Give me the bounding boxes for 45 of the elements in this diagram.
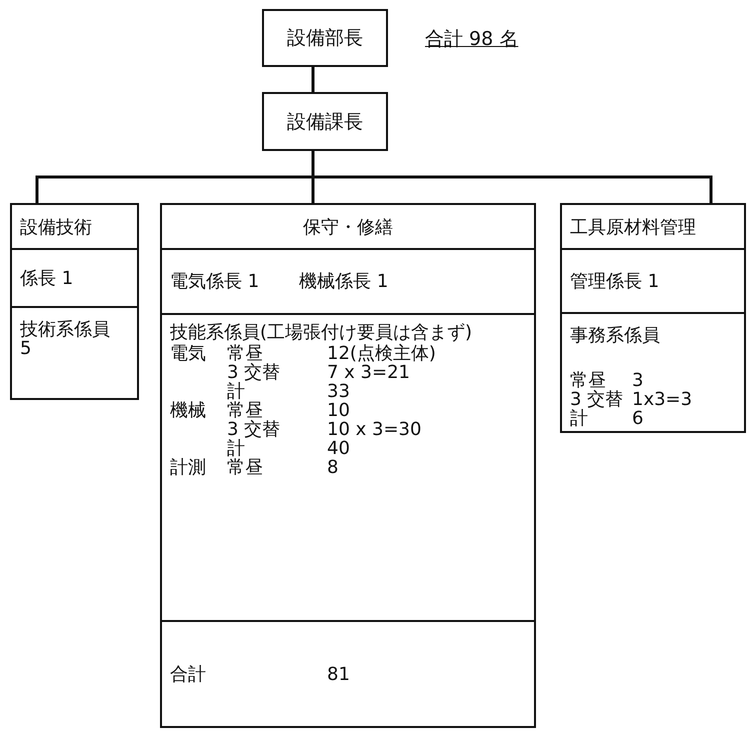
text-label: 8 [327,458,340,477]
text-label: 保守・修繕 [303,216,393,238]
text-label: 事務系係員 [570,326,661,345]
text-label: 設備課長 [287,110,363,134]
text-label: 合計 [170,664,207,684]
text-label: 40 [327,439,351,458]
text-label: 33 [327,382,351,401]
text-label: 常昼 [227,458,264,477]
text-label: 12(点検主体) [327,344,437,363]
text-label: 技能系係員(工場張付け要員は含まず) [170,323,474,342]
text-label: 7 x 3=21 [327,363,411,382]
text-label: 常昼 [227,401,263,420]
text-label: 係長 1 [20,268,74,288]
text-label: 6 [632,409,644,428]
text-label: 電気 [170,344,207,363]
text-label: 機械係長 1 [299,272,388,291]
text-label: 常昼 [570,371,606,390]
text-label: 技術系係員 5 [20,319,110,359]
text-label: 設備部長 [287,26,363,51]
department-box [160,203,536,728]
text-label: 計 [227,439,246,458]
text-label: 計 [570,409,589,428]
department-box [560,203,746,433]
position-box [262,9,388,67]
department-box [10,203,139,400]
text-label: 3 [632,371,644,390]
text-label: 3 交替 [227,363,282,382]
text-label: 工具原材料管理 [570,216,696,238]
text-label: 設備技術 [20,216,92,238]
text-label: 3 交替 [570,390,624,409]
text-label: 電気係長 1 [170,272,260,291]
text-label: 機械 [170,401,207,420]
text-label: 10 [327,401,351,420]
connector-line [312,67,314,92]
text-label: 10 x 3=30 [327,420,422,439]
text-label: 1x3=3 [632,390,694,409]
position-box [262,92,388,151]
text-label: 3 交替 [227,420,282,439]
text-label: 計測 [170,458,207,477]
text-label: 81 [327,664,351,684]
connector-line [312,151,712,203]
text-label: 管理係長 1 [570,272,660,290]
text-label: 計 [227,382,246,401]
text-label: 常昼 [227,344,263,363]
total-label: 合計 98 名 [425,27,518,52]
